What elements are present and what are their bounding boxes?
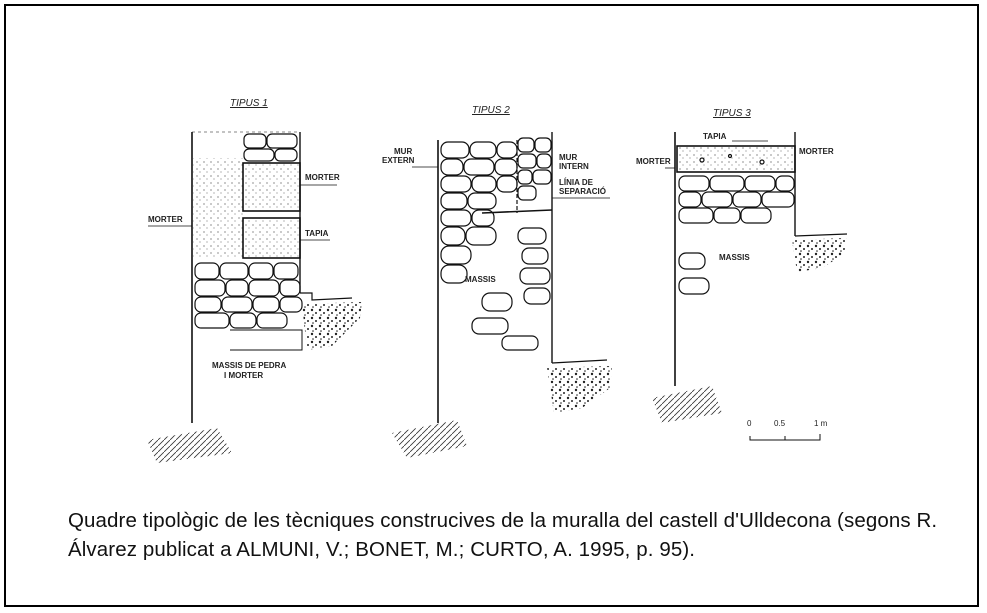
panel-1-label-tapia: TAPIA [305,229,329,238]
scale-tick-05: 0.5 [774,419,786,428]
panel-2-label-intern: INTERN [559,162,589,171]
panel-1-title: TIPUS 1 [230,98,268,109]
panel-1-label-morter-left: MORTER [148,215,183,224]
panel-tipus-2: TIPUS 2 [382,105,612,458]
scale-tick-0: 0 [747,419,752,428]
scale-tick-1m: 1 m [814,419,828,428]
panel-tipus-1: TIPUS 1 [147,98,362,463]
panel-2-title: TIPUS 2 [472,105,510,116]
wall-typology-drawing: TIPUS 1 [62,68,898,490]
panel-3-label-tapia: TAPIA [703,132,727,141]
panel-tipus-3: TIPUS 3 [636,108,848,423]
panel-3-label-morter-left: MORTER [636,157,671,166]
figure-caption: Quadre tipològic de les tècniques constr… [68,509,938,561]
panel-2-label-extern: EXTERN [382,156,415,165]
panel-3-title: TIPUS 3 [713,108,751,119]
panel-1-label-morter-top: MORTER [305,173,340,182]
panel-2-label-massis: MASSIS [465,275,496,284]
panel-3-label-massis: MASSIS [719,253,750,262]
panel-2-label-separacio: SEPARACIÓ [559,187,606,196]
panel-2-label-linia: LÍNIA DE [559,178,594,187]
image-frame: TIPUS 1 [4,4,979,607]
scale-bar: 0 0.5 1 m [747,419,828,441]
panel-2-label-mur-inner: MUR [559,153,577,162]
panel-1-label-massis: MASSIS DE PEDRA [212,361,286,370]
panel-3-label-morter-right: MORTER [799,147,834,156]
panel-2-label-mur: MUR [394,147,412,156]
panel-1-label-morter-base: I MORTER [224,371,263,380]
